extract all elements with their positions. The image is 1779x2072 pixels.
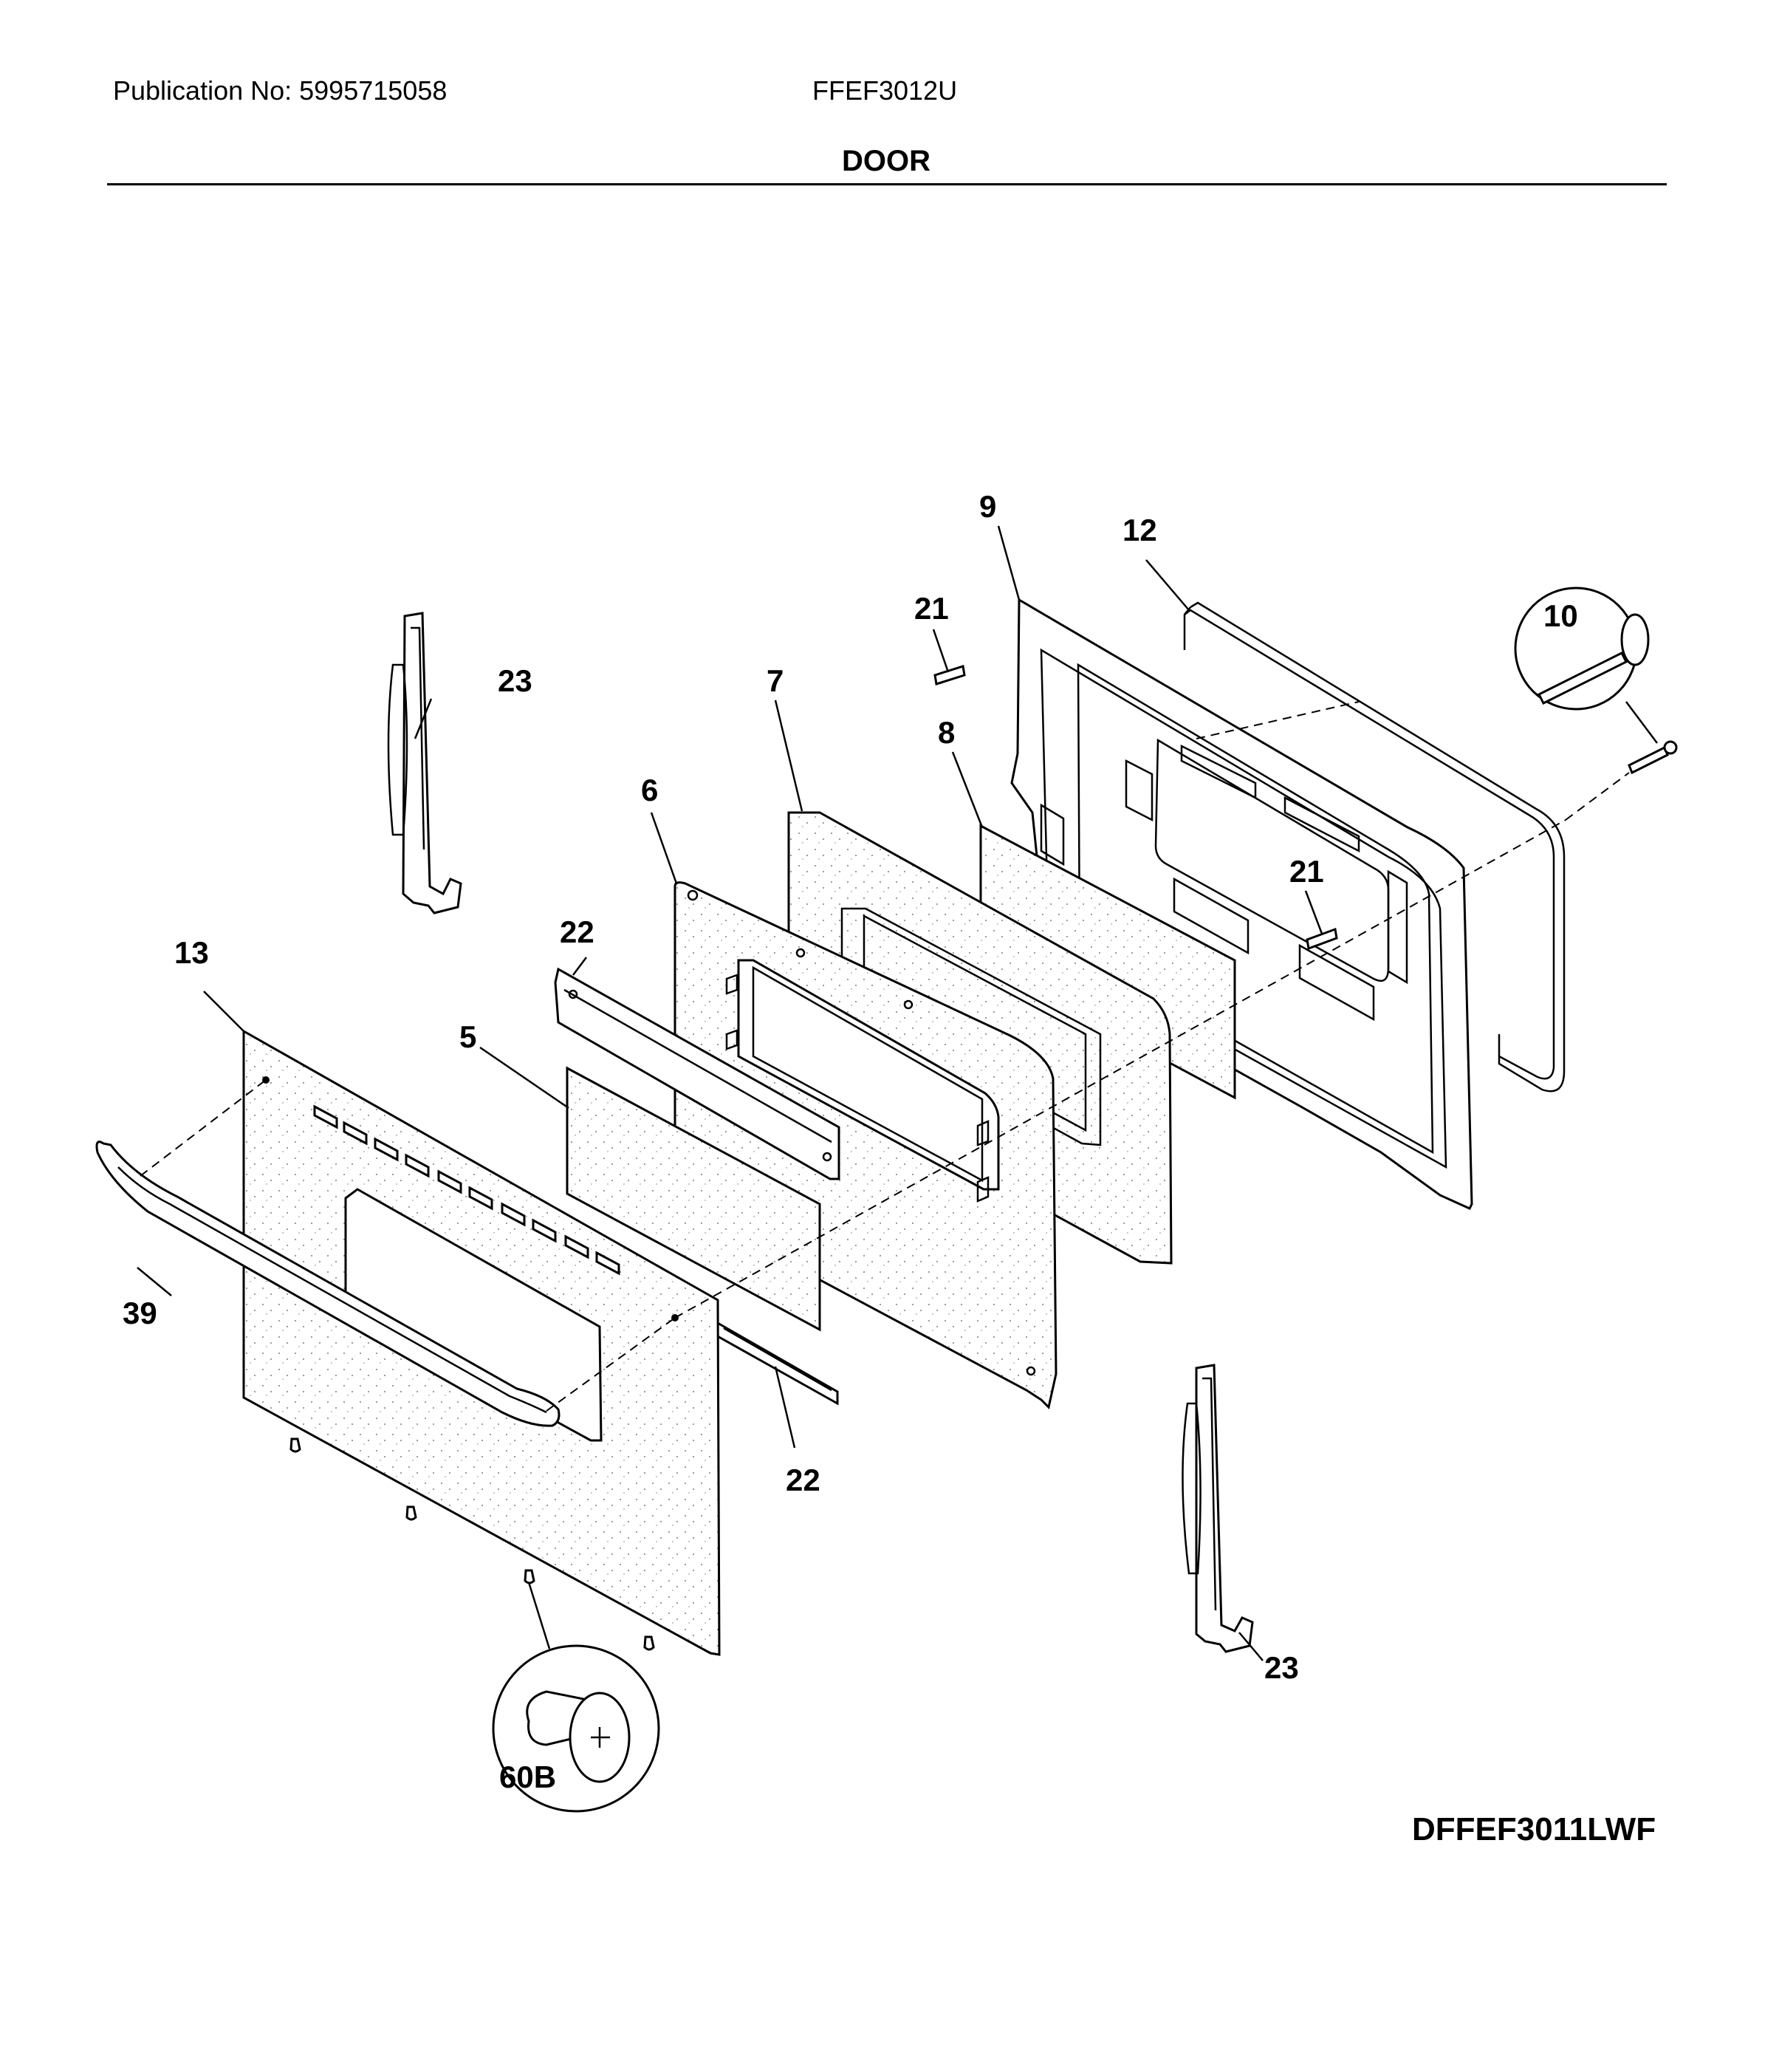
detail-circle-60b: [492, 1582, 660, 1813]
callout-10: 10: [1543, 598, 1578, 633]
publication-number: Publication No: 5995715058: [113, 75, 448, 106]
part-5-window-glass: [566, 1066, 821, 1332]
part-21-upper-clip: [933, 665, 966, 685]
callout-5: 5: [459, 1019, 476, 1054]
alignment-lines: [140, 701, 1630, 1412]
callout-13: 13: [174, 935, 209, 970]
part-23-lower-hinge: [1182, 1364, 1254, 1653]
part-10-door-screw: [1628, 740, 1678, 775]
header-divider: [107, 183, 1667, 185]
callout-23-lower: 23: [1264, 1650, 1299, 1685]
callout-23-upper: 23: [498, 663, 532, 698]
part-22-lower-channel: [715, 1320, 839, 1406]
part-13-outer-door-panel: [242, 1029, 721, 1656]
part-39-door-handle: [95, 1141, 561, 1427]
callout-8: 8: [938, 715, 955, 750]
diagram-id: DFFEF3011LWF: [1412, 1811, 1656, 1847]
part-9-inner-door-liner: [1010, 598, 1473, 1210]
panel-screws: [289, 1437, 655, 1651]
detail-circle-10: [1514, 587, 1658, 744]
callout-9: 9: [979, 489, 996, 524]
callout-21-lower: 21: [1289, 854, 1324, 889]
section-title: DOOR: [842, 145, 930, 177]
callout-21-upper: 21: [914, 591, 949, 626]
callout-60b: 60B: [499, 1760, 556, 1794]
callout-6: 6: [641, 773, 658, 807]
callout-7: 7: [767, 663, 784, 698]
callout-22-lower: 22: [786, 1463, 820, 1497]
callout-39: 39: [123, 1296, 157, 1330]
part-6-inner-door-panel: [673, 881, 1058, 1409]
part-21-lower-clip: [1306, 927, 1338, 951]
callout-12: 12: [1122, 513, 1157, 547]
part-22-upper-channel: [554, 967, 840, 1180]
part-23-upper-hinge: [387, 612, 462, 914]
model-number: FFEF3012U: [812, 75, 958, 106]
vent-slots: [313, 1104, 620, 1276]
callout-22-upper: 22: [560, 914, 594, 949]
callout-leaders: [137, 525, 1323, 1661]
